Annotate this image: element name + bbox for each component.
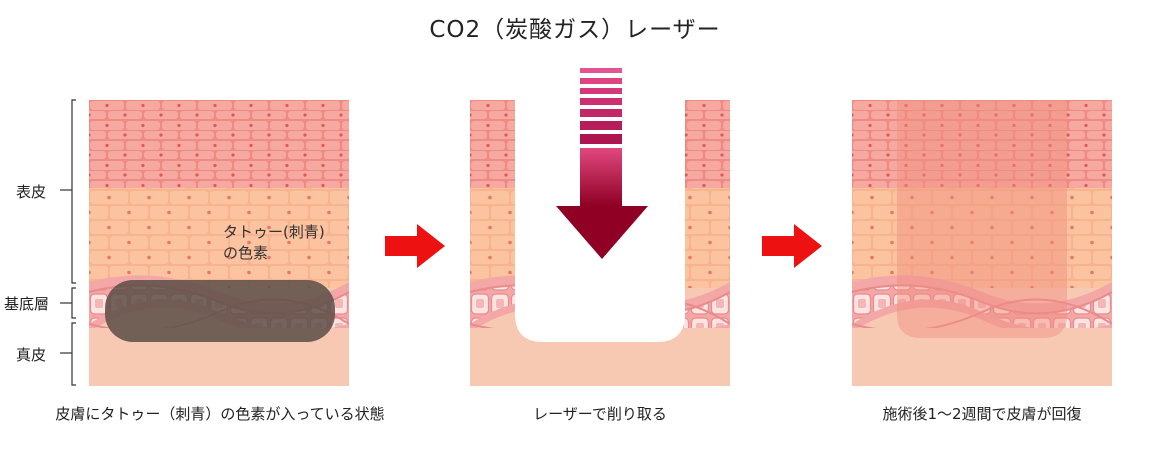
- label-epidermis: 表皮: [16, 183, 47, 201]
- layer-bracket: [60, 99, 76, 386]
- caption-tattoo-state: 皮膚にタトゥー（刺青）の色素が入っている状態: [55, 405, 385, 423]
- tattoo-label-line1: タトゥー(刺青): [223, 223, 325, 241]
- diagram-title: CO2（炭酸ガス）レーザー: [429, 17, 721, 43]
- right-arrow-icon: [762, 224, 822, 268]
- skin-cross-section: [89, 100, 349, 386]
- panel-tattoo-state: [89, 100, 349, 386]
- healed-region: [897, 100, 1067, 338]
- skin-cross-section-healed: [852, 100, 1112, 386]
- right-arrow-icon: [385, 224, 445, 268]
- label-dermis: 真皮: [16, 346, 47, 364]
- caption-recovered: 施術後1～2週間で皮膚が回復: [882, 405, 1082, 423]
- label-basal-layer: 基底層: [4, 295, 50, 313]
- laser-beam-arrow-icon: [556, 68, 648, 259]
- tattoo-pigment: [105, 280, 335, 342]
- tattoo-label-line2: の色素: [223, 244, 269, 262]
- caption-laser-removal: レーザーで削り取る: [533, 405, 667, 423]
- panel-recovered: [852, 100, 1112, 386]
